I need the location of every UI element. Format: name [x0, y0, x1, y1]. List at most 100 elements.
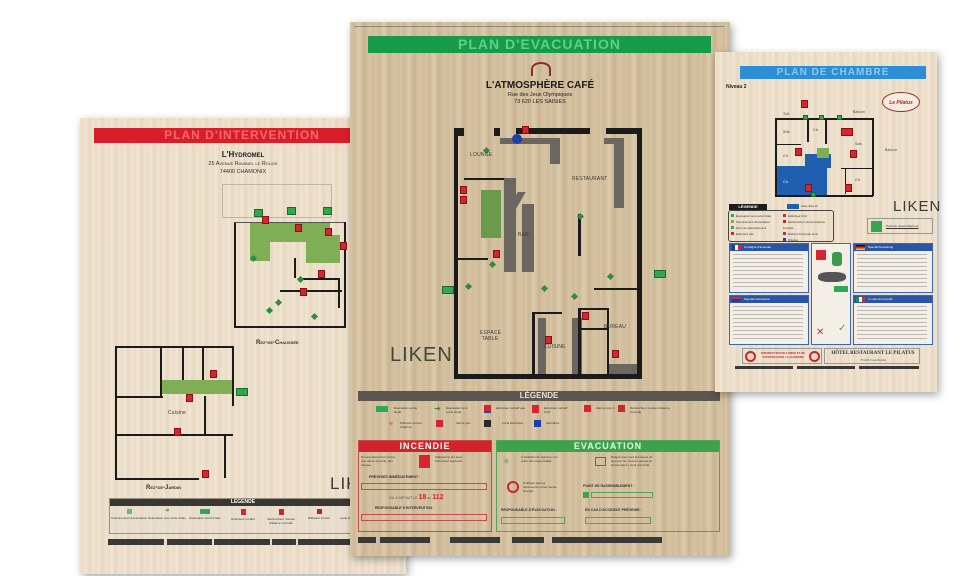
legend-title: LÉGENDE: [729, 204, 767, 210]
legend-item: Déclencheur manuel d'alarme incendie: [783, 220, 826, 230]
ground-floor-plan: VOUS ÊTES ICI: [210, 180, 380, 340]
evac-title: EVACUATION: [497, 441, 719, 452]
footer-strip: [450, 537, 500, 543]
assembly-square-icon: [126, 509, 132, 514]
room-plan-board: PLAN DE CHAMBRE Niveau 2 Le Pilatus Sdb.…: [715, 52, 940, 392]
room-bar: BAR: [518, 232, 529, 238]
no-smoking-icon: [745, 351, 756, 362]
chambre-title-band: PLAN DE CHAMBRE: [740, 66, 926, 79]
footer-strip: [272, 539, 296, 545]
siren-icon: [316, 509, 322, 514]
footer-strip: [167, 539, 212, 545]
room-floor-plan: Sdb. Ch. Sdb. Ch. Ch. Ch. Balcon Balcon …: [775, 100, 897, 198]
fire-panel: INCENDIE Si vous découvrez un feu, une o…: [358, 440, 492, 532]
room-restaurant: RESTAURANT: [572, 176, 608, 182]
room-label: Toil.: [783, 112, 791, 116]
green-arrow-icon: ➜: [434, 404, 441, 413]
legend-title: LÉGENDE: [110, 499, 376, 506]
footer-strip: [512, 537, 544, 543]
emergency-number-18: 18: [418, 494, 427, 501]
assembly-label: POINT DE RASSEMBLEMENT :: [583, 484, 635, 488]
person-running-icon: [832, 252, 842, 266]
room-label-kitchen: Cuisine: [168, 410, 187, 416]
you-are-here-swatch: [787, 204, 799, 209]
assembly-icon: [583, 492, 589, 498]
instruction-panel-it: In caso di incendio: [853, 295, 933, 345]
garden-floor-plan: Cuisine: [112, 346, 248, 480]
footer-strip: [380, 537, 430, 543]
instruction-panel-de: Speciál Anweisung: [853, 243, 933, 293]
footer-strip: [358, 537, 376, 543]
accident-input[interactable]: [585, 517, 651, 524]
no-smoking-panel: INTERDICTION DE FUMER ET DE VAPOTER DANS…: [742, 348, 822, 364]
evac-text-3: N'utilisez pas les ascenseurs ou les mon…: [523, 481, 558, 493]
fire-text-left: Si vous découvrez un feu, une odeur de b…: [361, 455, 396, 467]
evac-responsible-input[interactable]: [501, 517, 565, 524]
you-are-here-label: Vous êtes ici: [801, 204, 818, 208]
green-arrow-icon: ➜: [164, 508, 170, 514]
footer-strip: [298, 539, 376, 545]
footer-strip: [735, 366, 793, 369]
room-espace-table: ESPACE TABLE: [480, 330, 502, 342]
alarm-icon: [584, 405, 591, 412]
intervention-address-1: 25 Avenue Ravanel le Rouge: [208, 161, 278, 167]
legend-item: Cheminement d'évacuation: [110, 507, 148, 525]
alarm-signal-icon: ✳: [503, 457, 510, 466]
exit-sign-icon: [834, 286, 848, 292]
alarm-trigger-icon: [278, 509, 284, 515]
intervention-legend: LÉGENDE Cheminement d'évacuation ➜Évacua…: [109, 498, 377, 534]
electric-icon: [484, 420, 491, 427]
no-vaping-icon: [809, 351, 820, 362]
room-label: Ch.: [855, 178, 862, 182]
room-label: Balcon: [853, 110, 865, 114]
no-smoking-text: INTERDICTION DE FUMER ET DE VAPOTER DANS…: [760, 351, 806, 359]
evac-panel: EVACUATION ✳ À l'audition du signal ou s…: [496, 440, 720, 532]
intervention-responsible-input[interactable]: [361, 514, 487, 521]
evacuation-title-band: PLAN D'EVACUATION: [368, 36, 711, 53]
fire-text-right: Attaquez le feu avec l'extincteur approp…: [435, 455, 463, 463]
accident-label: EN CAS D'ACCIDENT PRÉVENIR :: [585, 508, 642, 512]
hotel-panel: HÔTEL RESTAURANT LE PILATUS 73120 Courch…: [824, 348, 920, 364]
legend-item: ➜Évacuation vers sortie finale: [148, 508, 186, 520]
assembly-input[interactable]: [591, 492, 653, 498]
legend-item: Déclencheur manuel d'alarme incendie: [262, 507, 300, 525]
mountain-logo-icon: [531, 62, 551, 76]
extinguisher-co2-icon: [532, 405, 539, 413]
assembly-icon: [871, 221, 882, 232]
hotel-name: HÔTEL RESTAURANT LE PILATUS: [831, 351, 915, 356]
evacuation-plan-board: PLAN D'EVACUATION L'ATMOSPHÈRE CAFÉ Rue …: [350, 22, 730, 556]
fire-alarm-illustration-icon: [816, 250, 826, 260]
room-bureau: BUREAU: [604, 324, 627, 330]
instruction-panel-gb: Special instructions: [729, 295, 809, 345]
flag-fr-icon: [732, 245, 741, 250]
intervention-title-band: PLAN D'INTERVENTION: [94, 128, 390, 143]
footer-strip: [552, 537, 662, 543]
smoke-illustration: [818, 272, 846, 282]
footer-strip: [108, 539, 164, 545]
pilatus-logo: Le Pilatus: [882, 92, 920, 112]
instruction-panels: Consigne d'incendie Special instructions…: [729, 243, 933, 345]
footer-strip: [797, 366, 855, 369]
legend-title: LÉGENDE: [358, 391, 720, 401]
legend-item: Extincteur CO2: [783, 213, 833, 219]
fire-title: INCENDIE: [359, 441, 491, 452]
liken-logo: LIKEN: [390, 344, 453, 366]
no-elevator-icon: [507, 481, 519, 493]
sanitary-icon: [534, 420, 541, 427]
room-label: Sdb.: [783, 130, 791, 134]
alert-input[interactable]: [361, 483, 487, 490]
sounder-icon: ✳: [388, 421, 394, 428]
legend-item: Toilettes: [783, 237, 833, 243]
exit-sign-icon: [376, 406, 388, 412]
emergency-number-112: 112: [432, 494, 444, 501]
footer-strip: [214, 539, 270, 545]
legend-item: Robinet d'incendie armé: [783, 231, 833, 237]
flag-it-icon: [856, 297, 865, 302]
chambre-legend: Évacuation vers sortie finale Cheminemen…: [728, 210, 834, 242]
extinguisher-icon: [419, 455, 430, 468]
shutoff-icon: [436, 420, 443, 427]
running-exit-icon: [595, 457, 606, 466]
room-label: Ch.: [783, 154, 790, 158]
assembly-point-box: Point de rassemblement: [867, 218, 933, 234]
evac-text-1: À l'audition du signal ou sur ordre d'un…: [521, 455, 558, 463]
